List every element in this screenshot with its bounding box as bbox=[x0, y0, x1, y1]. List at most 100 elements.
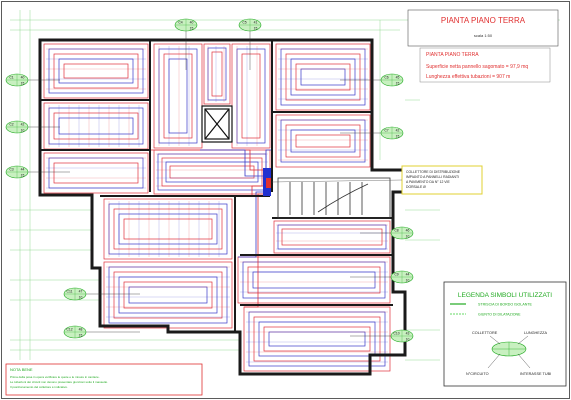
pipe-loop bbox=[290, 58, 356, 96]
pipe-loop bbox=[268, 331, 366, 347]
pipe-loop bbox=[277, 224, 387, 250]
feed-line bbox=[244, 193, 263, 308]
tag-spacing: 15 bbox=[21, 82, 25, 86]
legend-collettore: COLLETTORE bbox=[472, 331, 498, 335]
legend-item-label: GIUNTO DI DILATAZIONE bbox=[478, 313, 521, 317]
tag-circuit: C3 bbox=[9, 168, 13, 172]
circuit-tag-tag-c1: C1 40 15 bbox=[5, 73, 60, 87]
pipe-loop bbox=[168, 58, 188, 134]
pipe-loop bbox=[285, 53, 361, 101]
pipe-loop bbox=[285, 124, 361, 158]
tag-circuit: C8 bbox=[394, 229, 398, 233]
tag-length: 48 bbox=[79, 328, 83, 332]
pipe-loop bbox=[123, 218, 213, 240]
pipe-loop bbox=[211, 51, 223, 97]
radiant-zone bbox=[203, 43, 231, 105]
tag-circuit: C12 bbox=[66, 328, 72, 332]
pipe-loop bbox=[153, 149, 271, 195]
pipe-loop bbox=[53, 112, 139, 140]
pipe-loop bbox=[123, 281, 213, 309]
interior-walls bbox=[40, 40, 393, 332]
pipe-loop bbox=[290, 129, 356, 153]
radiant-zone bbox=[43, 152, 149, 194]
tag-spacing: 15 bbox=[396, 135, 400, 139]
notes-line: Il posizionamento del collettore è indic… bbox=[10, 385, 68, 389]
pipe-loop bbox=[118, 213, 218, 245]
shaft-outline bbox=[201, 105, 233, 143]
tag-circuit: C5 bbox=[242, 21, 246, 25]
tag-spacing: 15 bbox=[396, 82, 400, 86]
tag-spacing: 10 bbox=[406, 235, 410, 239]
tag-length: 41 bbox=[254, 21, 258, 25]
pipe-loop bbox=[241, 53, 261, 139]
pipe-loop bbox=[43, 102, 149, 150]
tag-circuit: C1 bbox=[9, 76, 13, 80]
tag-circuit: C10 bbox=[393, 332, 399, 336]
tag-length: 43 bbox=[406, 332, 410, 336]
pipe-loop bbox=[158, 48, 198, 144]
staircase bbox=[277, 177, 391, 219]
tag-length: 47 bbox=[79, 290, 83, 294]
collector-leader bbox=[271, 179, 403, 183]
pipe-loop bbox=[118, 276, 218, 314]
tag-length: 40 bbox=[21, 76, 25, 80]
pipe-loop bbox=[280, 48, 366, 106]
info-heading: PIANTA PIANO TERRA bbox=[426, 52, 479, 58]
notes-block: NOTA BENE Prima della posa in opera veri… bbox=[5, 363, 203, 396]
collector-note: COLLETTORE DI DISTRIBUZIONE IMPIANTO A P… bbox=[271, 165, 483, 195]
radiant-zone bbox=[43, 43, 149, 99]
pipe-loop bbox=[53, 162, 139, 184]
tag-circuit: C9 bbox=[394, 273, 398, 277]
pipe-loop bbox=[236, 48, 266, 144]
radiant-zone bbox=[275, 114, 371, 168]
notes-line: Prima della posa in opera verificare le … bbox=[10, 375, 100, 379]
collector-note-line: COLLETTORE DI DISTRIBUZIONE bbox=[406, 170, 461, 174]
pipe-loop bbox=[231, 43, 271, 149]
radiant-zone bbox=[231, 43, 271, 149]
tag-spacing: 15 bbox=[190, 27, 194, 31]
tag-circuit: C7 bbox=[384, 129, 388, 133]
circuit-tag-tag-c7: C7 42 15 bbox=[340, 126, 404, 140]
circuit-tag-tag-c8: C8 46 10 bbox=[360, 226, 414, 240]
info-length: Lunghezza effettiva tubazioni = 907 m bbox=[426, 74, 510, 80]
tag-length: 44 bbox=[406, 273, 410, 277]
radiant-zone bbox=[153, 149, 271, 195]
pipe-loop bbox=[108, 203, 228, 255]
stair-arrow bbox=[317, 183, 369, 213]
tag-length: 42 bbox=[21, 123, 25, 127]
pipe-loop bbox=[108, 266, 228, 324]
pipe-loop bbox=[281, 228, 383, 246]
tag-spacing: 10 bbox=[21, 129, 25, 133]
collector-note-line: A PAVIMENTO DA N° 12 VIE bbox=[406, 180, 450, 184]
feed-line bbox=[200, 149, 263, 177]
pipe-loop bbox=[165, 161, 259, 183]
tag-length: 44 bbox=[21, 168, 25, 172]
pipe-loop bbox=[275, 114, 371, 168]
tag-length: 42 bbox=[396, 129, 400, 133]
pipe-loop bbox=[253, 316, 381, 362]
tag-length: 45 bbox=[396, 76, 400, 80]
legend-interasse: INTERASSE TUBI bbox=[520, 372, 551, 376]
pipe-loop bbox=[58, 117, 134, 135]
radiant-zone bbox=[275, 43, 371, 111]
pipe-loop bbox=[275, 43, 371, 111]
tag-circuit: C11 bbox=[67, 290, 73, 294]
radiant-zone bbox=[243, 306, 391, 372]
legend-leader bbox=[487, 353, 501, 369]
tag-length: 46 bbox=[406, 229, 410, 233]
legend-leader bbox=[517, 335, 529, 345]
pipe-loop bbox=[153, 43, 203, 149]
shaft-inner bbox=[204, 108, 230, 140]
tag-spacing: 10 bbox=[406, 279, 410, 283]
pipe-loop bbox=[295, 63, 351, 91]
notes-box bbox=[5, 363, 203, 396]
pipe-loop bbox=[113, 208, 223, 250]
info-box bbox=[419, 47, 551, 83]
notes-title: NOTA BENE bbox=[10, 367, 33, 372]
tag-circuit: C2 bbox=[9, 123, 13, 127]
stair-outline bbox=[277, 177, 391, 219]
